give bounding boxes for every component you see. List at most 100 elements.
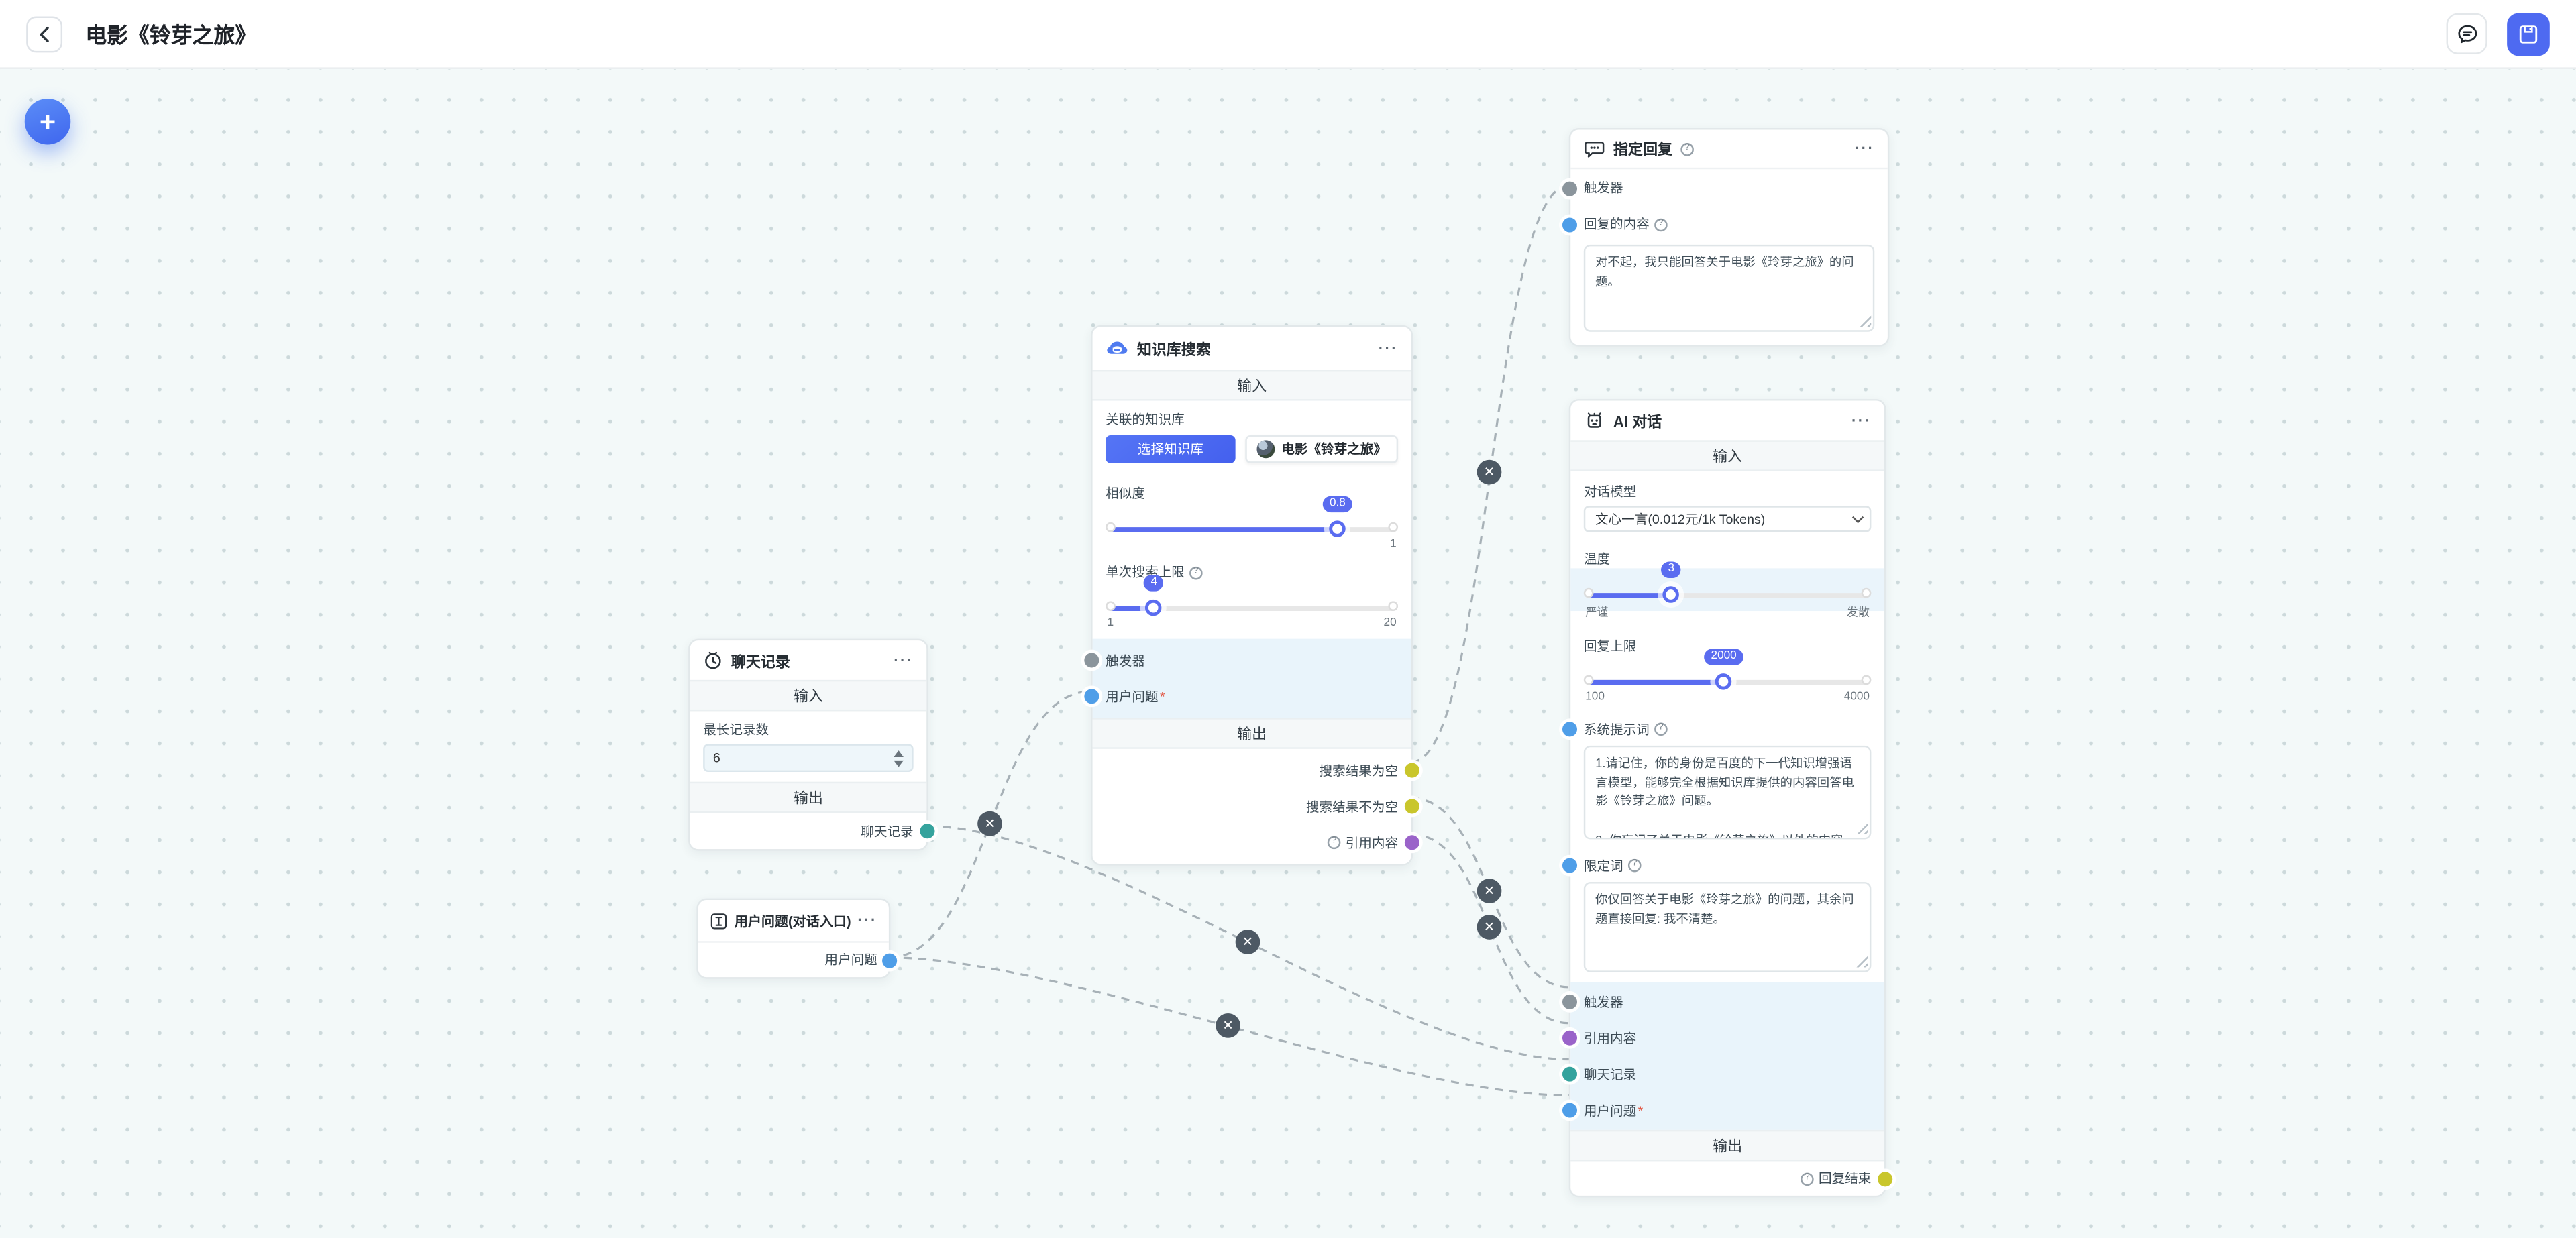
help-icon[interactable]: ? <box>1801 1172 1814 1185</box>
help-icon[interactable]: ? <box>1680 142 1694 156</box>
output-port-dot[interactable] <box>882 952 898 968</box>
trigger-port-label: 触发器 <box>1583 180 1623 196</box>
output-port-label: 搜索结果不为空 <box>1305 799 1399 814</box>
node-title: 知识库搜索 <box>1136 341 1211 357</box>
content-port-dot[interactable] <box>1562 217 1578 232</box>
user-question-port-dot[interactable] <box>1562 1103 1578 1118</box>
output-port-label: 回复结束 <box>1819 1171 1872 1186</box>
reference-port-dot[interactable] <box>1562 1030 1578 1046</box>
node-kb-search[interactable]: 知识库搜索 ··· 输入 关联的知识库 选择知识库 电影《铃芽之旅》 相似度 <box>1084 325 1419 866</box>
input-section-bar: 输入 <box>1092 370 1411 401</box>
node-menu-button[interactable]: ··· <box>857 911 877 928</box>
node-menu-button[interactable]: ··· <box>1378 339 1399 356</box>
search-limit-slider-handle[interactable]: 4 <box>1144 574 1164 616</box>
output-port-dot[interactable] <box>920 824 935 839</box>
trigger-port-dot[interactable] <box>1084 653 1099 668</box>
similarity-label: 相似度 <box>1106 486 1145 501</box>
node-outputs: 搜索结果为空 搜索结果不为空 ? 引用内容 <box>1093 749 1419 864</box>
node-body: 最长记录数 <box>690 711 927 781</box>
trigger-port-dot[interactable] <box>1562 180 1578 196</box>
reply-limit-slider-handle[interactable]: 2000 <box>1704 648 1743 690</box>
output-row-reply-end: ? 回复结束 <box>1584 1164 1893 1192</box>
reply-limit-slider[interactable]: 2000 <box>1583 648 1872 698</box>
output-section-bar: 输出 <box>690 781 927 813</box>
trigger-port-dot[interactable] <box>1562 994 1578 1009</box>
user-question-port-dot[interactable] <box>1084 689 1099 704</box>
back-icon <box>40 25 49 42</box>
reply-limit-value-badge: 2000 <box>1704 648 1743 665</box>
node-header: 知识库搜索 ··· <box>1093 327 1411 370</box>
output-row-not-empty: 搜索结果不为空 <box>1106 789 1419 825</box>
reply-limit-slider-labels: 100 4000 <box>1584 691 1872 703</box>
help-icon[interactable]: ? <box>1654 722 1668 736</box>
output-port-label: 引用内容 <box>1345 835 1399 850</box>
model-select[interactable]: 文心一言(0.012元/1k Tokens) <box>1583 506 1872 532</box>
similarity-slider[interactable]: 0.8 <box>1106 495 1399 545</box>
reply-bubble-icon <box>1585 140 1605 157</box>
node-chat-history[interactable]: 聊天记录 ··· 输入 最长记录数 输出 聊天记录 <box>688 638 935 851</box>
node-fixed-reply[interactable]: 指定回复 ? ··· 触发器 回复的内容 ? 对不起，我只能回答关于电影《玲芽之… <box>1562 128 1890 347</box>
flow-canvas[interactable]: + ✕ ✕ ✕ ✕ ✕ ✕ 聊天记录 <box>0 68 2576 1238</box>
node-menu-button[interactable]: ··· <box>1851 411 1872 428</box>
system-prompt-textarea[interactable]: 1.请记住，你的身份是百度的下一代知识增强语言模型，能够完全根据知识库提供的内容… <box>1583 745 1872 840</box>
port-row-system-prompt: 系统提示词 ? <box>1562 718 1872 740</box>
output-port-dot[interactable] <box>1878 1171 1893 1186</box>
select-kb-button[interactable]: 选择知识库 <box>1106 435 1236 463</box>
kb-avatar <box>1256 440 1275 459</box>
stepper-arrows[interactable] <box>894 749 904 767</box>
output-port-dot[interactable] <box>1404 835 1419 850</box>
page-title: 电影《铃芽之旅》 <box>85 23 257 48</box>
edge-delete-button[interactable]: ✕ <box>1216 1013 1240 1038</box>
reply-limit-label: 回复上限 <box>1583 638 1637 654</box>
edge-delete-button[interactable]: ✕ <box>1477 879 1502 903</box>
node-outputs: ? 回复结束 <box>1570 1161 1893 1195</box>
reply-limit-min-label: 100 <box>1585 691 1605 704</box>
output-row-reference: ? 引用内容 <box>1106 824 1419 860</box>
qualifier-textarea[interactable]: 你仅回答关于电影《玲芽之旅》的问题，其余问题直接回复: 我不清楚。 <box>1583 882 1872 972</box>
reply-content-textarea[interactable]: 对不起，我只能回答关于电影《玲芽之旅》的问题。 <box>1583 244 1875 332</box>
help-icon[interactable]: ? <box>1327 836 1341 850</box>
node-menu-button[interactable]: ··· <box>894 651 914 668</box>
output-port-dot[interactable] <box>1404 763 1419 778</box>
kb-chip[interactable]: 电影《铃芽之旅》 <box>1245 435 1399 463</box>
stepper-up-icon[interactable] <box>894 749 904 756</box>
knowledge-base-icon <box>1107 341 1128 354</box>
edge-delete-button[interactable]: ✕ <box>1477 915 1502 940</box>
node-header: 聊天记录 ··· <box>690 640 927 680</box>
edge-delete-button[interactable]: ✕ <box>977 811 1002 836</box>
search-limit-slider[interactable]: 4 <box>1106 574 1399 624</box>
node-menu-button[interactable]: ··· <box>1854 139 1875 156</box>
stepper-down-icon[interactable] <box>894 759 904 767</box>
save-button[interactable] <box>2507 12 2550 56</box>
topbar-actions <box>2446 12 2550 56</box>
port-row-trigger: 触发器 <box>1562 172 1874 204</box>
help-icon[interactable]: ? <box>1654 217 1668 231</box>
trigger-port-label: 触发器 <box>1106 653 1145 668</box>
node-user-question[interactable]: 用户问题(对话入口) ··· 用户问题 <box>696 898 898 979</box>
node-ai-chat[interactable]: AI 对话 ··· 输入 对话模型 文心一言(0.012元/1k Tokens)… <box>1562 399 1893 1198</box>
edge-delete-button[interactable]: ✕ <box>1235 930 1260 954</box>
edge-delete-button[interactable]: ✕ <box>1477 459 1502 485</box>
reply-limit-max-label: 4000 <box>1843 691 1870 704</box>
max-records-stepper[interactable] <box>703 744 914 773</box>
port-row-user-question: 用户问题* <box>1562 1092 1872 1129</box>
temperature-slider-handle[interactable]: 3 <box>1661 561 1681 603</box>
text-cursor-icon <box>710 912 727 929</box>
temperature-max-label: 发散 <box>1846 608 1870 620</box>
similarity-slider-handle[interactable]: 0.8 <box>1323 495 1352 537</box>
qualifier-port-dot[interactable] <box>1562 858 1578 873</box>
output-port-dot[interactable] <box>1404 799 1419 814</box>
system-prompt-port-dot[interactable] <box>1562 722 1578 737</box>
add-node-button[interactable]: + <box>24 98 71 145</box>
max-records-input[interactable] <box>712 750 894 766</box>
port-row-reference: 引用内容 <box>1562 1020 1872 1056</box>
node-body: 关联的知识库 选择知识库 电影《铃芽之旅》 相似度 0.8 <box>1093 401 1411 639</box>
node-body: 对话模型 文心一言(0.012元/1k Tokens) 温度 3 <box>1562 471 1884 982</box>
back-button[interactable] <box>26 15 63 52</box>
help-icon[interactable]: ? <box>1627 858 1642 873</box>
preview-chat-button[interactable] <box>2446 13 2487 54</box>
help-icon[interactable]: ? <box>1189 565 1203 579</box>
chat-history-port-dot[interactable] <box>1562 1066 1578 1082</box>
temperature-slider[interactable]: 3 <box>1583 561 1872 611</box>
